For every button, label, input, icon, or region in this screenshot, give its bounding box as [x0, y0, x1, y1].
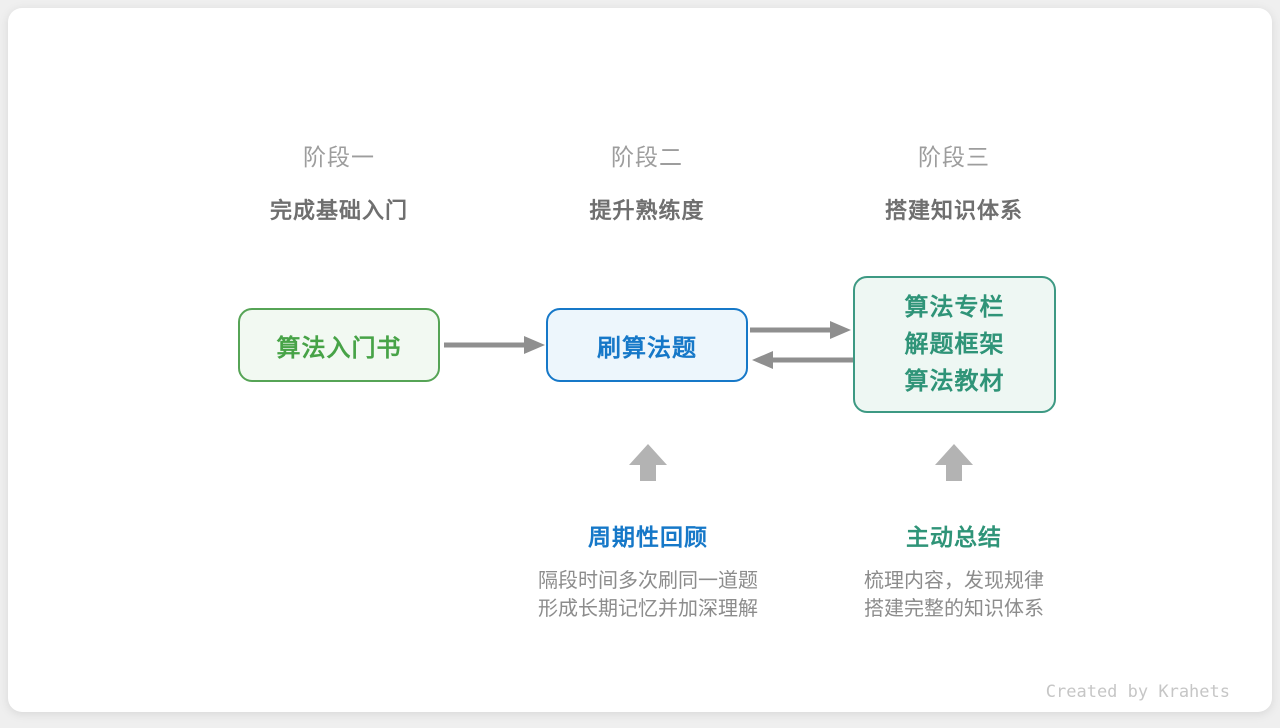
diagram-card: 阶段一 完成基础入门 阶段二 提升熟练度 阶段三 搭建知识体系 算法入门书 刷算…	[8, 8, 1272, 712]
stage-3-header: 阶段三 搭建知识体系	[794, 138, 1114, 225]
node-resources-line-2: 解题框架	[904, 330, 1005, 358]
node-resources-line-1: 算法专栏	[904, 293, 1005, 321]
annotation-summarize-desc: 梳理内容，发现规律 搭建完整的知识体系	[774, 566, 1134, 622]
node-resources-line-3: 算法教材	[904, 367, 1005, 395]
node-practice-label: 刷算法题	[597, 333, 697, 362]
stage-3-subtitle: 搭建知识体系	[884, 199, 1023, 224]
annotation-summarize-desc-line-1: 梳理内容，发现规律	[864, 568, 1044, 592]
up-arrow-review-icon	[629, 444, 667, 481]
arrow-resources-to-practice-icon	[752, 351, 853, 369]
stage-1-label: 阶段一	[303, 145, 375, 171]
stage-2-label: 阶段二	[611, 145, 683, 171]
annotation-summarize-desc-line-2: 搭建完整的知识体系	[864, 596, 1044, 620]
stage-2-header: 阶段二 提升熟练度	[487, 138, 807, 225]
node-resources: 算法专栏 解题框架 算法教材	[853, 276, 1056, 413]
annotation-review-desc-line-2: 形成长期记忆并加深理解	[538, 596, 758, 620]
stage-1-subtitle: 完成基础入门	[269, 199, 408, 224]
node-practice: 刷算法题	[546, 308, 748, 382]
annotation-review-title: 周期性回顾	[588, 525, 708, 551]
stage-1-header: 阶段一 完成基础入门	[179, 138, 499, 225]
stage-3-label: 阶段三	[918, 145, 990, 171]
annotation-summarize-title: 主动总结	[906, 525, 1002, 551]
annotation-review-desc-line-1: 隔段时间多次刷同一道题	[538, 568, 758, 592]
node-intro-book: 算法入门书	[238, 308, 440, 382]
node-intro-book-label: 算法入门书	[276, 333, 402, 362]
arrow-intro-to-practice-icon	[444, 336, 545, 354]
credit-text: Created by Krahets	[1045, 682, 1230, 702]
stage-2-subtitle: 提升熟练度	[589, 199, 705, 224]
arrow-practice-to-resources-icon	[750, 321, 851, 339]
up-arrow-summarize-icon	[935, 444, 973, 481]
annotation-review-desc: 隔段时间多次刷同一道题 形成长期记忆并加深理解	[468, 566, 828, 622]
